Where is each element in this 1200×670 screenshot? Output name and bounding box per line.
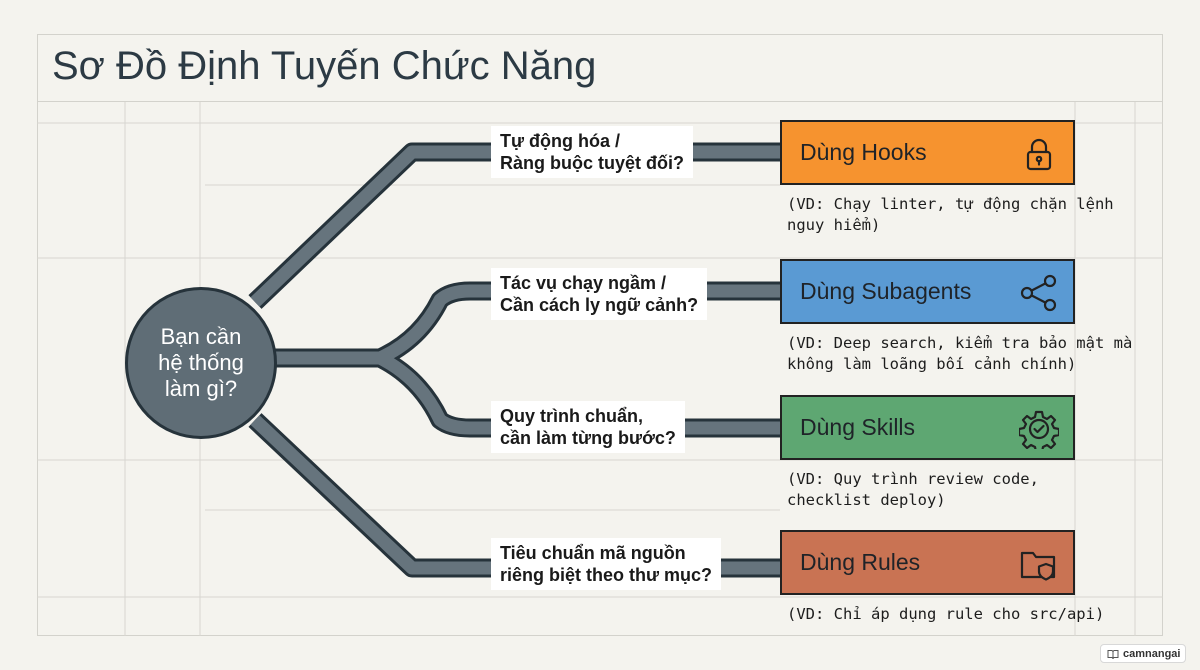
background-grid [37,102,1163,636]
target-box-rules: Dùng Rules [780,530,1075,595]
example-text-subagents: (VD: Deep search, kiểm tra bảo mật mà kh… [787,334,1133,373]
example-text-rules: (VD: Chỉ áp dụng rule cho src/api) [787,605,1105,623]
branch-connectors [248,142,780,578]
hub-label: Bạn cần hệ thống làm gì? [158,324,244,401]
gear-check-icon [1019,410,1059,449]
diagram-frame [37,34,1163,636]
example-text-hooks: (VD: Chạy linter, tự động chặn lệnh nguy… [787,195,1114,234]
target-label-subagents: Dùng Subagents [800,278,972,304]
target-label-rules: Dùng Rules [800,549,921,575]
target-label-skills: Dùng Skills [800,414,916,440]
page-title: Sơ Đồ Định Tuyến Chức Năng [52,44,597,88]
target-box-subagents: Dùng Subagents [780,259,1075,324]
example-text-skills: (VD: Quy trình review code, checklist de… [787,470,1039,509]
watermark-badge: camnangai [1100,644,1186,663]
question-label-rules: Tiêu chuẩn mã nguồn riêng biệt theo thư … [491,538,722,590]
book-icon [1107,649,1119,659]
question-label-skills: Quy trình chuẩn, cần làm từng bước? [491,401,685,453]
target-box-hooks: Dùng Hooks [780,120,1075,185]
question-label-hooks: Tự động hóa / Ràng buộc tuyệt đối? [491,126,693,178]
target-box-skills: Dùng Skills [780,395,1075,460]
title-row [37,34,1163,102]
folder-shield-icon [1020,551,1056,581]
watermark-text: camnangai [1123,647,1181,660]
hub-node: Bạn cần hệ thống làm gì? [125,287,277,439]
lock-icon [1026,138,1052,171]
target-label-hooks: Dùng Hooks [800,139,927,165]
question-label-subagents: Tác vụ chạy ngầm / Cần cách ly ngữ cảnh? [491,268,708,320]
share-nodes-icon [1020,274,1057,312]
